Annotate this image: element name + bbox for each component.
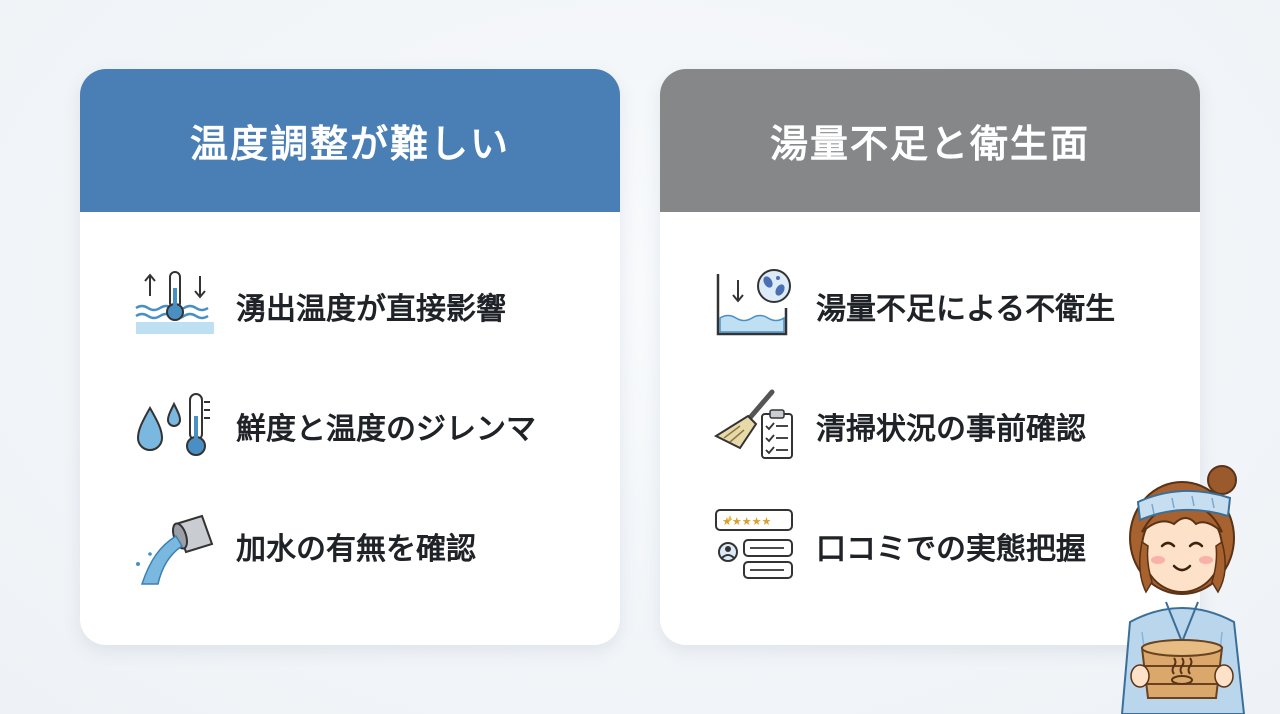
drops-thermometer-icon — [130, 386, 220, 466]
list-item: 鮮度と温度のジレンマ — [80, 386, 620, 466]
pouring-water-icon — [130, 506, 220, 586]
broom-checklist-icon — [710, 386, 800, 466]
item-label: 加水の有無を確認 — [236, 532, 476, 567]
bather-girl-illustration — [1112, 462, 1262, 714]
item-label: 湯量不足による不衛生 — [816, 292, 1116, 327]
item-label: 清掃状況の事前確認 — [816, 412, 1086, 447]
thermometer-water-icon — [130, 266, 220, 346]
hygiene-card: 湯量不足と衛生面 湯量不足による不衛生 — [660, 69, 1200, 645]
item-label: 口コミでの実態把握 — [816, 532, 1086, 567]
list-item: 湯量不足による不衛生 — [660, 266, 1200, 346]
item-label: 鮮度と温度のジレンマ — [236, 412, 536, 447]
temperature-card-title: 温度調整が難しい — [80, 69, 620, 212]
tank-bacteria-icon — [710, 266, 800, 346]
svg-text:★★★★★: ★★★★★ — [722, 515, 771, 528]
list-item: 湧出温度が直接影響 — [80, 266, 620, 346]
review-chat-icon: ★★★★★ — [710, 506, 800, 586]
list-item: 加水の有無を確認 — [80, 506, 620, 586]
list-item: ★★★★★ 口コミでの実態把握 — [660, 506, 1200, 586]
list-item: 清掃状況の事前確認 — [660, 386, 1200, 466]
item-label: 湧出温度が直接影響 — [236, 292, 506, 327]
hygiene-card-title: 湯量不足と衛生面 — [660, 69, 1200, 212]
temperature-card: 温度調整が難しい 湧出温度が直接影響 — [80, 69, 620, 645]
